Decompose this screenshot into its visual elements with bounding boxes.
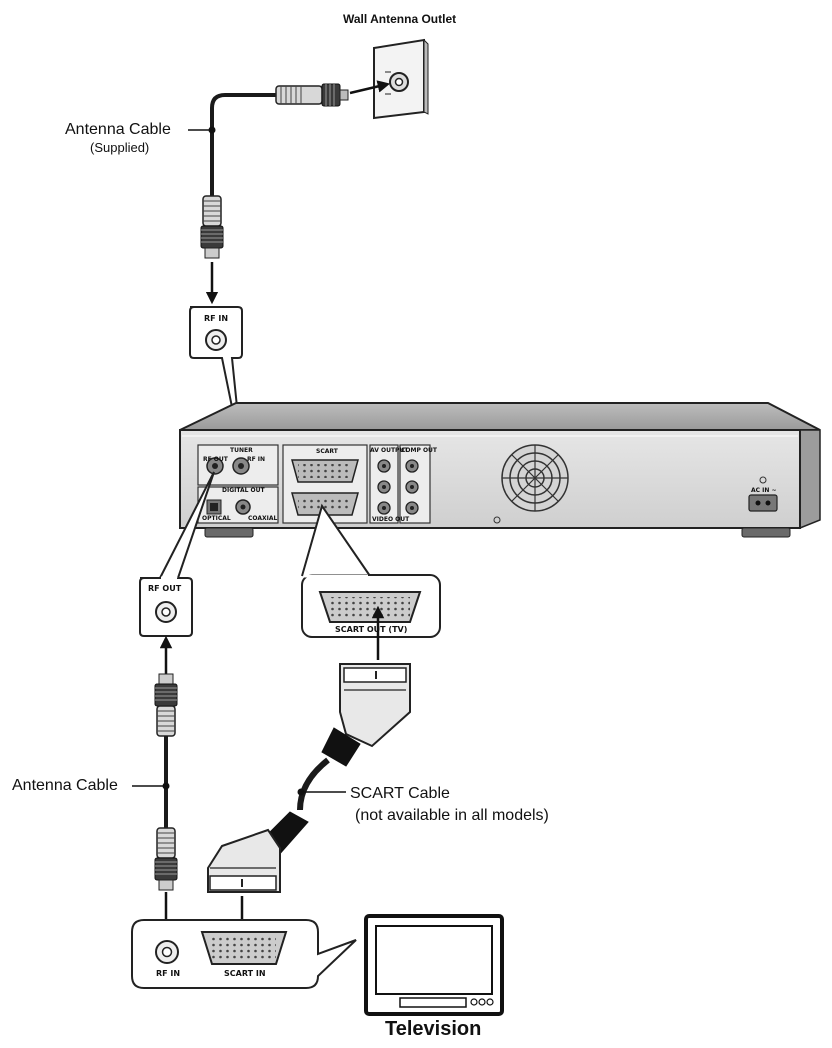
wall-outlet-label: Wall Antenna Outlet: [343, 12, 457, 26]
rf-in-tv-label: RF IN: [156, 969, 181, 978]
panel-tuner-label: TUNER: [230, 447, 253, 454]
antenna-cable-top: [188, 80, 391, 305]
panel-av-output-label: AV OUTPUT: [370, 447, 409, 454]
rf-in-top-label: RF IN: [204, 314, 229, 323]
television-label: Television: [385, 1018, 482, 1040]
dvd-recorder: [179, 402, 821, 538]
not-available-label: (not available in all models): [355, 807, 549, 824]
panel-rf-in-label: RF IN: [247, 456, 266, 463]
rf-out-callout: [139, 471, 215, 637]
scart-in-label: SCART IN: [224, 969, 266, 978]
panel-coaxial-label: COAXIAL: [248, 515, 278, 522]
scart-out-callout: [301, 503, 441, 638]
scart-out-tv-label: SCART OUT (TV): [335, 625, 408, 634]
wall-antenna-outlet: [373, 38, 429, 120]
antenna-cable-top-label: Antenna Cable: [65, 121, 171, 138]
fan-grille: [501, 444, 569, 512]
scart-cable-label: SCART Cable: [350, 785, 450, 802]
panel-digital-out-label: DIGITAL OUT: [222, 487, 265, 494]
panel-optical-label: OPTICAL: [202, 515, 231, 522]
panel-comp-out-label: COMP OUT: [401, 447, 438, 454]
panel-power-label: AC IN ~: [751, 487, 777, 494]
panel-scart-label: SCART: [316, 448, 338, 455]
panel-rf-out-label: RF OUT: [203, 456, 228, 463]
panel-video-out-label: VIDEO OUT: [372, 516, 410, 523]
scart-cable: [207, 605, 411, 939]
antenna-cable-bottom: [132, 635, 178, 945]
rf-out-label: RF OUT: [148, 584, 182, 593]
television: [364, 914, 504, 1016]
supplied-label: (Supplied): [90, 140, 150, 155]
tv-input-callout: [131, 919, 357, 989]
antenna-cable-bottom-label: Antenna Cable: [12, 777, 118, 794]
